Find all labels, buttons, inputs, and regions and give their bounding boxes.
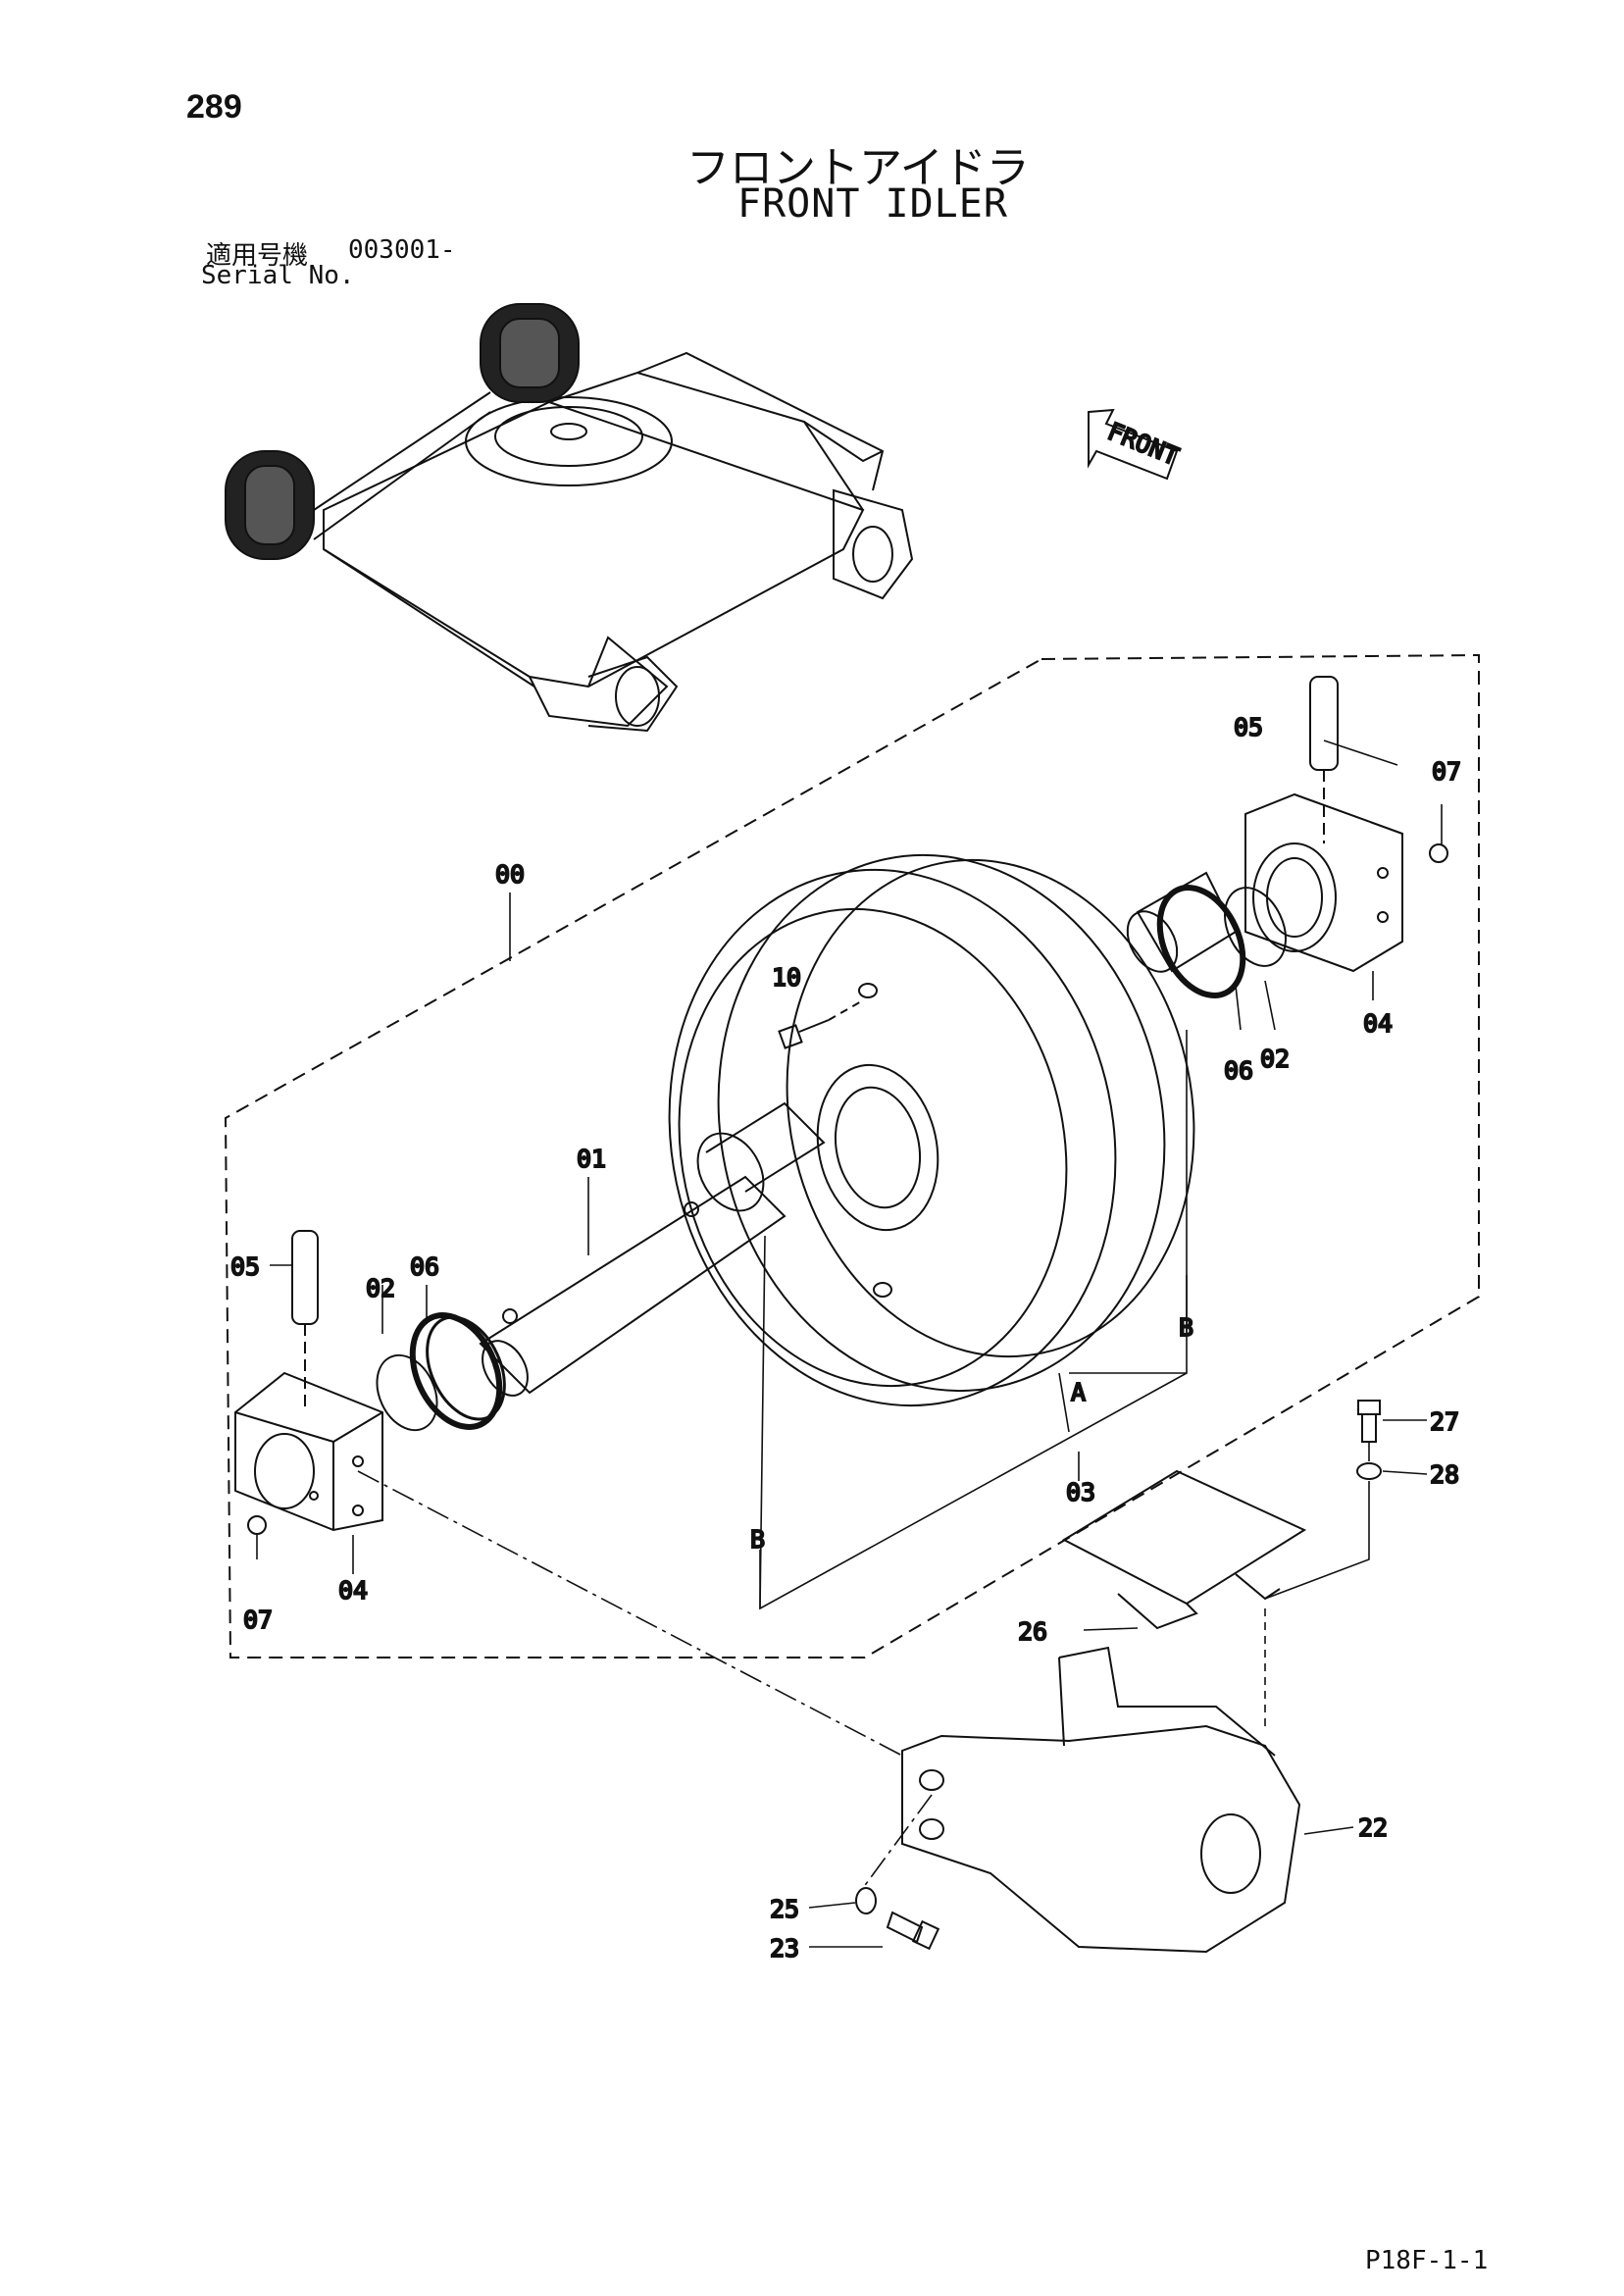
callout-04-right: 04 (1363, 1009, 1393, 1038)
callout-10: 10 (772, 963, 801, 992)
callout-04-left: 04 (338, 1576, 368, 1605)
title-japanese: フロントアイドラ (686, 143, 1030, 193)
reference-a: A (1071, 1378, 1086, 1406)
callout-27: 27 (1430, 1407, 1459, 1436)
bolt-27 (1357, 1400, 1381, 1443)
washer-25 (855, 1887, 877, 1914)
reference-b-left: B (750, 1525, 765, 1554)
serial-number-value: 003001- (348, 235, 456, 265)
idler-wheel (668, 853, 1195, 1407)
callout-03: 03 (1066, 1478, 1095, 1506)
page-code: P18F-1-1 (1365, 2246, 1489, 2275)
serial-label: Serial No. (201, 261, 355, 290)
bolt-10 (778, 999, 864, 1049)
serial-label-japanese: 適用号機 (206, 241, 309, 271)
callout-02-right: 02 (1260, 1045, 1290, 1073)
front-arrow-label: FRONT (1103, 417, 1183, 471)
right-seal-06 (1156, 885, 1246, 998)
idler-yoke-22 (901, 1646, 1301, 1954)
right-bracket-04 (1244, 792, 1403, 973)
left-nut-07 (247, 1515, 267, 1535)
callout-00: 00 (495, 860, 525, 889)
washer-28 (1356, 1462, 1382, 1480)
callout-26: 26 (1018, 1617, 1047, 1646)
callout-23: 23 (770, 1934, 799, 1963)
reference-b-right: B (1179, 1313, 1193, 1342)
callout-05-right: 05 (1234, 713, 1263, 741)
front-direction-arrow: FRONT (1088, 408, 1184, 481)
callout-07-left: 07 (243, 1606, 273, 1634)
undercarriage-frame-illustration (225, 303, 914, 733)
assembly-boundary (224, 653, 1480, 1658)
page-number: 289 (186, 88, 242, 126)
right-pin-05 (1309, 676, 1339, 843)
idler-shaft (479, 871, 1238, 1397)
bolt-23 (886, 1911, 940, 1951)
callout-06-left: 06 (410, 1252, 439, 1281)
callout-02-left: 02 (366, 1274, 395, 1302)
callout-22: 22 (1358, 1813, 1388, 1842)
page-title: FRONT IDLER (737, 181, 1008, 227)
left-o-ring-02 (376, 1353, 438, 1432)
cover-plate-26 (1061, 1469, 1307, 1630)
right-nut-07 (1429, 843, 1448, 863)
right-o-ring-02 (1224, 887, 1287, 967)
callout-25: 25 (770, 1895, 799, 1923)
callout-07-right: 07 (1432, 757, 1461, 786)
leader-lines (256, 740, 1443, 1948)
left-pin-05 (291, 1230, 319, 1412)
callout-01: 01 (577, 1145, 606, 1173)
callout-05-left: 05 (230, 1252, 260, 1281)
callout-28: 28 (1430, 1460, 1459, 1489)
left-seal-06 (409, 1312, 506, 1430)
left-bracket-04 (234, 1371, 383, 1532)
callout-06-right: 06 (1224, 1056, 1253, 1085)
